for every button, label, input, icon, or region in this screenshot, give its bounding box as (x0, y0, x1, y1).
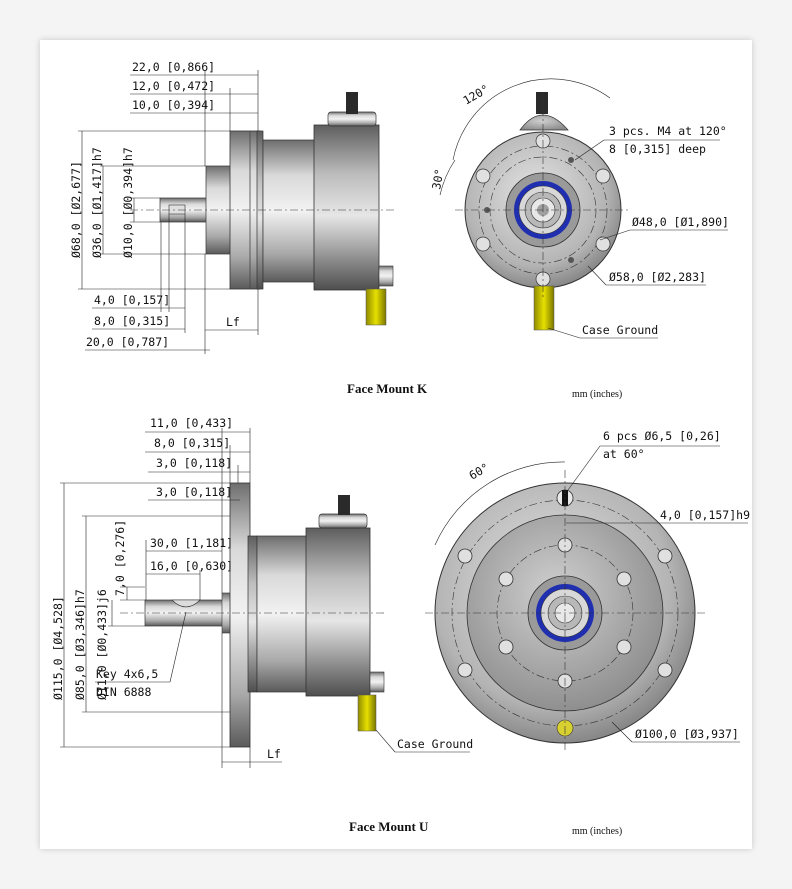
dim-k-10: 10,0 [0,394] (132, 98, 215, 112)
dim-u-4h9: 4,0 [0,157]h9 (660, 508, 750, 522)
mount-k-side-view: 22,0 [0,866] 12,0 [0,472] 10,0 [0,394] Ø… (69, 60, 395, 354)
label-k-holes: 3 pcs. M4 at 120° (609, 124, 727, 138)
units-k: mm (inches) (572, 389, 622, 400)
units-u: mm (inches) (572, 826, 622, 837)
label-u-at60: at 60° (603, 447, 645, 461)
dim-k-8: 8,0 [0,315] (94, 314, 170, 328)
dim-k-22: 22,0 [0,866] (132, 60, 215, 74)
dim-u-16: 16,0 [0,630] (150, 559, 233, 573)
dim-u-d100: Ø100,0 [Ø3,937] (635, 727, 739, 741)
angle-k-120: 120° (461, 82, 492, 108)
label-u-ground: Case Ground (397, 737, 473, 751)
angle-u-60: 60° (467, 460, 492, 483)
label-u-din: DIN 6888 (96, 685, 151, 699)
dim-u-3b: 3,0 [0,118] (156, 485, 232, 499)
dim-u-7: 7,0 [0,276] (113, 520, 127, 596)
label-k-depth: 8 [0,315] deep (609, 142, 706, 156)
caption-u: Face Mount U (349, 819, 429, 834)
dim-u-d11: Ø11,0 [Ø0,433]j6 (95, 589, 109, 700)
dim-u-8: 8,0 [0,315] (154, 436, 230, 450)
mount-u-side-view: 11,0 [0,433] 8,0 [0,315] 3,0 [0,118] 3,0… (51, 416, 385, 768)
dim-k-d58: Ø58,0 [Ø2,283] (609, 270, 706, 284)
dim-k-4: 4,0 [0,157] (94, 293, 170, 307)
label-u-holes: 6 pcs Ø6,5 [0,26] (603, 429, 721, 443)
mount-k-front-view: 3 pcs. M4 at 120° 8 [0,315] deep Ø48,0 [… (429, 78, 729, 339)
dim-k-20: 20,0 [0,787] (86, 335, 169, 349)
dim-u-30: 30,0 [1,181] (150, 536, 233, 550)
dim-k-12: 12,0 [0,472] (132, 79, 215, 93)
dim-u-d85: Ø85,0 [Ø3,346]h7 (73, 589, 87, 700)
caption-k: Face Mount K (347, 381, 428, 396)
angle-k-30: 30° (429, 168, 446, 191)
technical-drawing: 22,0 [0,866] 12,0 [0,472] 10,0 [0,394] Ø… (51, 60, 750, 837)
mount-u-front-view: 6 pcs Ø6,5 [0,26] at 60° 4,0 [0,157]h9 Ø… (375, 429, 750, 753)
drawing-sheet: 22,0 [0,866] 12,0 [0,472] 10,0 [0,394] Ø… (40, 40, 752, 849)
dim-k-d10: Ø10,0 [Ø0,394]h7 (121, 147, 135, 258)
dim-k-d48: Ø48,0 [Ø1,890] (632, 215, 729, 229)
dim-u-lf: Lf (267, 747, 281, 761)
dim-k-d68: Ø68,0 [Ø2,677] (69, 161, 83, 258)
dim-k-lf: Lf (226, 315, 240, 329)
dim-k-d36: Ø36,0 [Ø1,417]h7 (90, 147, 104, 258)
label-u-key: Key 4x6,5 (96, 667, 158, 681)
dim-u-d115: Ø115,0 [Ø4,528] (51, 596, 65, 700)
dim-u-11: 11,0 [0,433] (150, 416, 233, 430)
dim-u-3a: 3,0 [0,118] (156, 456, 232, 470)
label-k-ground: Case Ground (582, 323, 658, 337)
